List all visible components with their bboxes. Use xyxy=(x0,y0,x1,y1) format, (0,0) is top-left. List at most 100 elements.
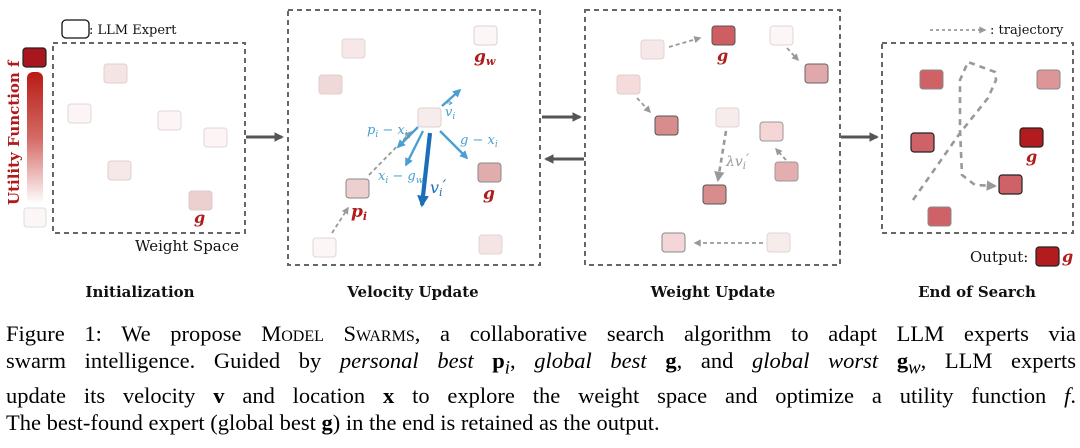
global-best-direction-arrow xyxy=(439,130,469,160)
caption-text: to explore the weight space and optimize… xyxy=(394,382,1065,408)
term-global-best: global best xyxy=(534,348,647,373)
panel-end-of-search: : trajectory g Output: g xyxy=(881,23,1074,267)
panel-label-end-of-search: End of Search xyxy=(918,283,1036,300)
expert-box xyxy=(715,107,740,128)
personal-best-label: pi xyxy=(351,202,367,223)
panel-label-weight-update: Weight Update xyxy=(650,283,776,300)
caption-line: The best-found expert (global best g) in… xyxy=(6,409,1076,436)
caption-text: update its velocity xyxy=(6,382,214,408)
symbol-sub: i xyxy=(504,357,510,379)
personal-best-direction-arrow xyxy=(396,126,419,149)
expert-box-global-worst xyxy=(473,25,498,46)
expert-box xyxy=(919,69,944,90)
new-velocity-arrow xyxy=(417,132,433,208)
trajectory-path xyxy=(911,60,998,201)
expert-box xyxy=(774,161,799,182)
weight-space-box xyxy=(881,42,1074,234)
expert-box xyxy=(478,234,503,255)
utility-axis-label: Utility Function f xyxy=(5,59,23,205)
symbol-f: f xyxy=(1064,382,1071,408)
global-worst-repel-arrow xyxy=(404,130,425,167)
expert-box-global-best xyxy=(188,190,213,211)
caption-text: swarm intelligence. Guided by xyxy=(6,348,340,373)
method-name: Model Swarms xyxy=(261,321,415,346)
utility-gradient-bar xyxy=(27,72,43,204)
symbol-v: v xyxy=(213,382,225,408)
pi-minus-xi-label: pi − xi xyxy=(367,123,408,140)
caption-text: The best-found expert (global best xyxy=(6,409,322,435)
symbol-g: g xyxy=(665,348,677,373)
figure-caption: Figure 1: We propose Model Swarms, a col… xyxy=(6,320,1076,436)
caption-line: update its velocity v and location x to … xyxy=(6,382,1076,409)
caption-text: , and xyxy=(676,348,752,373)
expert-box-global-best xyxy=(477,162,502,183)
vector-accent-icon xyxy=(447,100,453,106)
caption-text: Figure 1: We propose xyxy=(6,321,262,346)
caption-line: swarm intelligence. Guided by personal b… xyxy=(6,347,1076,382)
expert-box xyxy=(702,184,727,205)
utility-low-icon xyxy=(23,207,47,228)
weight-space-label: Weight Space xyxy=(135,237,239,255)
expert-box xyxy=(157,110,182,131)
new-velocity-label: vi′ xyxy=(430,176,447,199)
output-label: Output: xyxy=(970,248,1028,266)
panel-label-initialization: Initialization xyxy=(85,283,194,300)
global-best-label: g xyxy=(483,184,495,204)
expert-box xyxy=(910,132,935,153)
global-worst-label: gw xyxy=(474,47,496,68)
legend-expert-icon xyxy=(61,19,90,39)
expert-box-global-best xyxy=(1019,127,1044,148)
xi-minus-gw-label: xi − gw xyxy=(378,169,424,186)
output-expert-icon xyxy=(1035,246,1060,267)
global-best-label: g xyxy=(1026,147,1037,166)
panel-weight-update: g λvi′ xyxy=(584,9,841,266)
expert-box xyxy=(804,63,829,84)
velocity-arrow xyxy=(441,88,462,107)
caption-text: ) in the end is retained as the output. xyxy=(332,409,660,435)
expert-box xyxy=(67,103,92,124)
expert-box-current xyxy=(417,107,442,128)
term-personal-best: personal best xyxy=(339,348,474,373)
panel-label-velocity-update: Velocity Update xyxy=(346,283,478,300)
weight-space-box xyxy=(287,9,541,266)
expert-box-global-best xyxy=(711,25,736,46)
move-arrow xyxy=(636,97,651,114)
legend-trajectory-label: : trajectory xyxy=(990,23,1064,38)
panel-initialization: : LLM Expert Utility Function f g Weight… xyxy=(5,19,246,255)
weight-update-arrow xyxy=(714,130,728,183)
output-g-label: g xyxy=(1062,247,1073,266)
weight-space-box xyxy=(584,9,841,266)
move-arrow xyxy=(786,47,799,62)
move-arrow xyxy=(775,147,787,161)
trajectory-arrow xyxy=(331,206,349,234)
symbol-sub: w xyxy=(908,357,921,379)
global-best-label: g xyxy=(717,46,728,65)
expert-box xyxy=(640,39,665,60)
expert-box xyxy=(661,232,686,253)
expert-box xyxy=(616,74,641,95)
legend-expert-label: : LLM Expert xyxy=(89,23,177,38)
expert-box xyxy=(203,127,228,148)
caption-line: Figure 1: We propose Model Swarms, a col… xyxy=(6,320,1076,347)
expert-box-personal-best xyxy=(345,178,370,199)
utility-high-icon xyxy=(22,47,47,68)
expert-box xyxy=(654,115,679,136)
expert-box xyxy=(1036,69,1061,90)
figure-diagram: : LLM Expert Utility Function f g Weight… xyxy=(5,9,1074,300)
g-minus-xi-label: g − xi xyxy=(460,133,498,150)
expert-box xyxy=(927,206,952,227)
expert-box xyxy=(312,237,337,258)
caption-text: , xyxy=(509,348,535,373)
symbol-g: g xyxy=(321,409,333,435)
expert-box xyxy=(341,38,366,59)
caption-text: . xyxy=(1070,382,1077,408)
global-best-label: g xyxy=(194,208,205,227)
lambda-velocity-label: λvi′ xyxy=(725,152,750,172)
expert-box xyxy=(998,174,1023,195)
symbol-x: x xyxy=(383,382,395,408)
expert-box xyxy=(759,121,784,142)
term-global-worst: global worst xyxy=(751,348,879,373)
expert-box xyxy=(318,74,343,95)
expert-box xyxy=(769,25,794,46)
move-arrow xyxy=(668,36,702,48)
